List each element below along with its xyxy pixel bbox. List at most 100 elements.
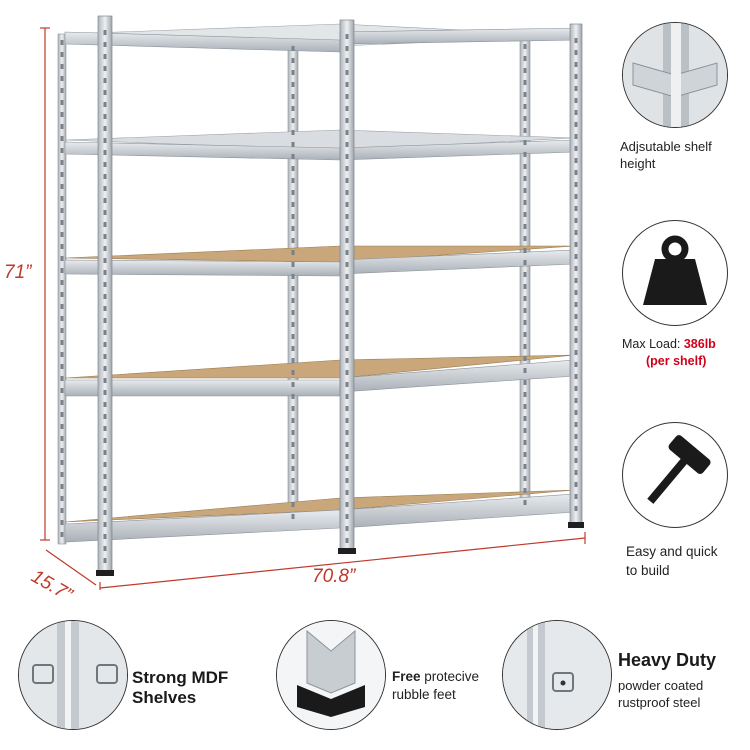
slot-hole: [103, 126, 107, 131]
slot-hole: [103, 102, 107, 107]
slot-hole: [574, 194, 578, 199]
slot-hole: [574, 230, 578, 235]
slot-hole: [103, 546, 107, 551]
slot-hole: [291, 406, 295, 411]
depth-dimension-line: [45, 549, 97, 586]
slot-hole: [345, 514, 349, 519]
slot-hole: [291, 154, 295, 159]
slot-hole: [574, 434, 578, 439]
slot-hole: [345, 418, 349, 423]
slot-hole: [291, 418, 295, 423]
slot-hole: [345, 406, 349, 411]
slot-hole: [103, 42, 107, 47]
slot-hole: [523, 116, 527, 121]
easy-build-text: Easy and quick to build: [626, 544, 718, 578]
heavy-duty-circle: [502, 620, 612, 730]
slot-hole: [523, 152, 527, 157]
slot-hole: [103, 138, 107, 143]
slot-hole: [103, 354, 107, 359]
slot-hole: [103, 330, 107, 335]
slot-hole: [345, 166, 349, 171]
slot-hole: [103, 198, 107, 203]
slot-hole: [103, 438, 107, 443]
slot-hole: [345, 82, 349, 87]
slot-hole: [103, 534, 107, 539]
slot-hole: [523, 128, 527, 133]
slot-hole: [291, 106, 295, 111]
slot-hole: [60, 208, 64, 213]
slot-hole: [103, 30, 107, 35]
slot-hole: [523, 416, 527, 421]
adjustable-shelf-circle: [622, 22, 728, 128]
slot-hole: [60, 448, 64, 453]
slot-hole: [291, 94, 295, 99]
rubber-feet-circle: [276, 620, 386, 730]
slot-hole: [291, 142, 295, 147]
rubber-feet: [96, 522, 584, 576]
slot-hole: [345, 70, 349, 75]
slot-hole: [574, 470, 578, 475]
slot-hole: [60, 112, 64, 117]
slot-hole: [523, 380, 527, 385]
slot-hole: [60, 124, 64, 129]
slot-hole: [60, 64, 64, 69]
slot-hole: [291, 430, 295, 435]
slot-hole: [103, 342, 107, 347]
slot-hole: [60, 268, 64, 273]
slot-hole: [523, 104, 527, 109]
slot-hole: [103, 174, 107, 179]
slot-hole: [574, 314, 578, 319]
slot-hole: [60, 364, 64, 369]
slot-hole: [103, 258, 107, 263]
height-label: 71”: [4, 262, 32, 283]
slot-hole: [60, 436, 64, 441]
slot-hole: [574, 350, 578, 355]
slot-hole: [345, 466, 349, 471]
slot-hole: [291, 490, 295, 495]
slot-hole: [574, 386, 578, 391]
mdf-shelves-text: Strong MDF Shelves: [132, 668, 229, 707]
slot-hole: [574, 458, 578, 463]
slot-hole: [60, 100, 64, 105]
slot-hole: [60, 196, 64, 201]
slot-hole: [60, 532, 64, 537]
easy-build-circle: [622, 422, 728, 528]
slot-hole: [291, 478, 295, 483]
slot-hole: [574, 146, 578, 151]
slot-hole: [291, 334, 295, 339]
slot-hole: [103, 306, 107, 311]
slot-hole: [60, 160, 64, 165]
slot-hole: [291, 346, 295, 351]
slot-hole: [103, 402, 107, 407]
shelving-unit-illustration: [40, 15, 586, 590]
slot-hole: [523, 452, 527, 457]
slot-hole: [103, 186, 107, 191]
slot-hole: [574, 362, 578, 367]
slot-hole: [574, 506, 578, 511]
steel-detail-icon: [503, 621, 611, 729]
slot-hole: [574, 74, 578, 79]
slot-hole: [291, 130, 295, 135]
slot-hole: [574, 410, 578, 415]
slot-hole: [103, 426, 107, 431]
slot-hole: [60, 172, 64, 177]
slot-hole: [574, 278, 578, 283]
slot-hole: [574, 266, 578, 271]
slot-hole: [345, 334, 349, 339]
slot-hole: [60, 472, 64, 477]
slot-hole: [345, 202, 349, 207]
slot-hole: [523, 68, 527, 73]
slot-hole: [103, 246, 107, 251]
slot-hole: [523, 200, 527, 205]
max-load-circle: [622, 220, 728, 326]
slot-hole: [523, 44, 527, 49]
slot-hole: [103, 150, 107, 155]
slot-hole: [574, 206, 578, 211]
slot-hole: [574, 50, 578, 55]
slot-hole: [103, 90, 107, 95]
slot-hole: [103, 498, 107, 503]
slot-hole: [291, 382, 295, 387]
slot-hole: [574, 98, 578, 103]
slot-hole: [60, 244, 64, 249]
slot-hole: [103, 294, 107, 299]
